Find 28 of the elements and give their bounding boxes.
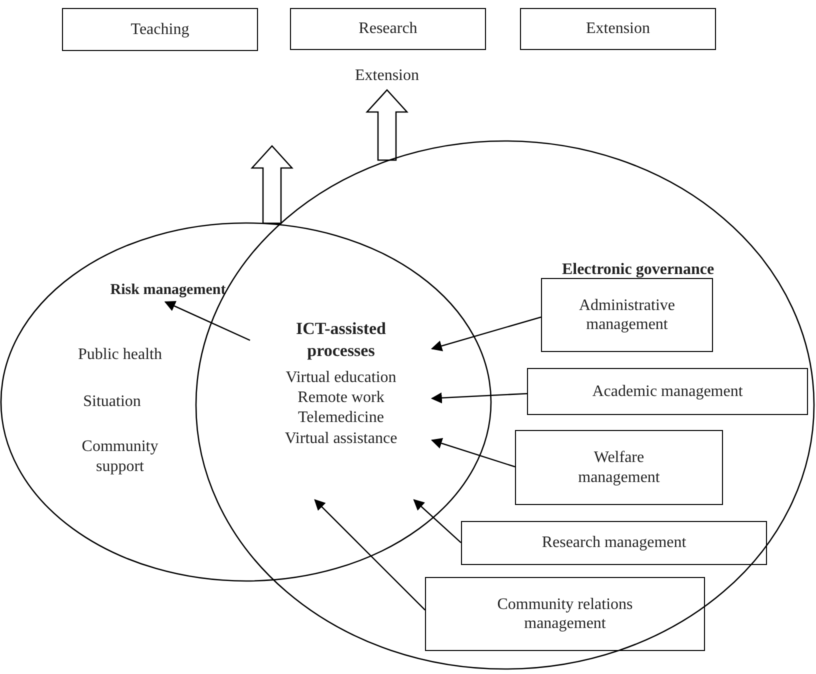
list-item: Telemedicine [298,408,384,428]
region-item: Situation [83,392,141,412]
arrow [430,392,528,404]
label-box: Extension [520,8,716,50]
arrow [314,499,426,611]
block-arrow [250,145,294,224]
block-arrow [366,89,408,161]
arrow [430,316,542,352]
region-title: Electronic governance [562,260,714,280]
list-item: Remote work [298,388,384,408]
label-box: Teaching [62,8,258,51]
venn-ellipse [0,222,492,582]
arrow [430,438,516,468]
label-box: Research management [461,521,767,565]
region-item: Community support [80,437,160,477]
list-item: Virtual assistance [284,428,398,449]
list-item: Virtual education [286,368,396,388]
section-heading: Risk management [98,281,238,302]
label-box: Research [290,8,486,50]
label-box: Administrative management [541,278,713,352]
heading-text: Extension [342,66,432,90]
arrow [413,499,462,544]
label-box: Academic management [527,368,808,415]
label-box: Community relations management [425,577,705,651]
region-item: Public health [78,345,162,365]
section-heading: ICT-assisted processes [294,318,388,362]
label-box: Welfare management [515,430,723,505]
arrow [164,300,250,341]
